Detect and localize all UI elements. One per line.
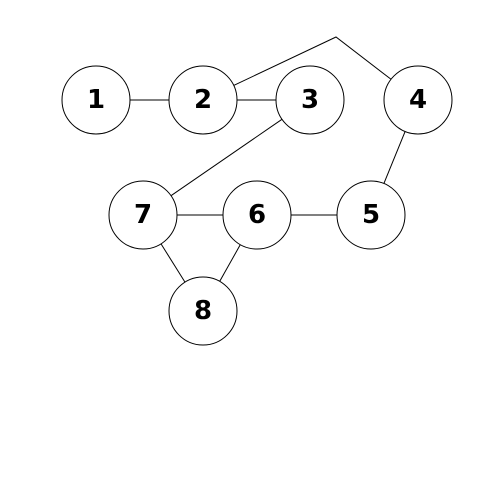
node-1: 1 [61, 65, 131, 135]
edge-n2-n4 [233, 36, 392, 86]
node-circle [61, 65, 131, 135]
edge-n7-n8 [160, 243, 186, 283]
node-7: 7 [108, 180, 178, 250]
node-circle [336, 180, 406, 250]
node-label: 5 [362, 200, 380, 230]
node-label: 3 [301, 85, 319, 115]
node-4: 4 [383, 65, 453, 135]
node-circle [383, 65, 453, 135]
node-3: 3 [275, 65, 345, 135]
node-circle [275, 65, 345, 135]
node-label: 2 [194, 85, 212, 115]
node-label: 6 [248, 200, 266, 230]
edge-n6-n8 [219, 244, 241, 282]
edges-layer [130, 36, 406, 283]
node-8: 8 [168, 276, 238, 346]
node-circle [108, 180, 178, 250]
node-circle [168, 65, 238, 135]
edge-n3-n7 [170, 118, 283, 197]
node-5: 5 [336, 180, 406, 250]
node-6: 6 [222, 180, 292, 250]
node-label: 8 [194, 296, 212, 326]
node-label: 1 [87, 85, 105, 115]
node-label: 7 [134, 200, 152, 230]
node-label: 4 [409, 85, 427, 115]
edge-n4-n5 [383, 131, 406, 184]
node-circle [222, 180, 292, 250]
node-2: 2 [168, 65, 238, 135]
node-circle [168, 276, 238, 346]
nodes-layer: 1 2 3 4 5 6 7 8 [61, 65, 453, 346]
